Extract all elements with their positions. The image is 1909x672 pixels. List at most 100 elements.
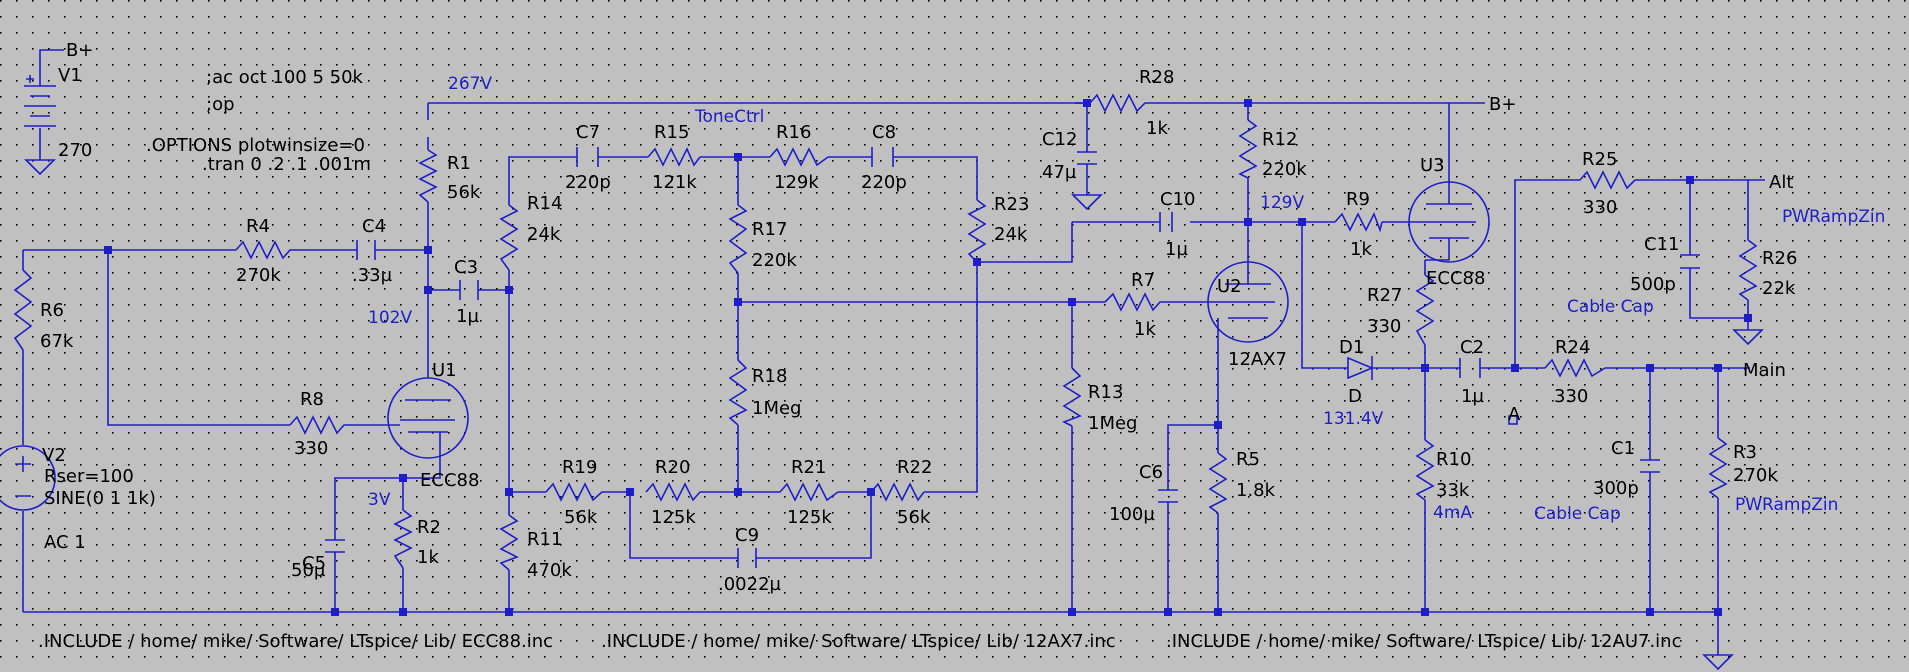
resistor-r23-symbol[interactable]: [967, 199, 987, 263]
voltage-source-v2-symbol[interactable]: [0, 445, 56, 511]
c11-value[interactable]: 500p: [1630, 274, 1676, 295]
r6-name[interactable]: R6: [40, 300, 64, 321]
u3-name[interactable]: U3: [1420, 155, 1445, 176]
capacitor-c5-symbol[interactable]: [325, 539, 345, 553]
r9-value[interactable]: 1k: [1350, 239, 1372, 260]
r19-name[interactable]: R19: [562, 457, 597, 478]
r10-value[interactable]: 33k: [1436, 480, 1470, 501]
resistor-r1-symbol[interactable]: [418, 149, 438, 203]
r8-name[interactable]: R8: [300, 389, 324, 410]
r28-value[interactable]: 1k: [1146, 118, 1168, 139]
r16-name[interactable]: R16: [776, 122, 811, 143]
r18-name[interactable]: R18: [752, 366, 787, 387]
c8-name[interactable]: C8: [872, 122, 896, 143]
include-ecc88[interactable]: .INCLUDE / home/ mike/ Software/ LTspice…: [38, 631, 553, 652]
r5-value[interactable]: 1.8k: [1236, 480, 1276, 501]
r20-name[interactable]: R20: [655, 457, 690, 478]
resistor-r5-symbol[interactable]: [1208, 452, 1228, 514]
net-label-alt[interactable]: Alt: [1769, 172, 1793, 193]
r25-value[interactable]: 330: [1583, 197, 1617, 218]
v2-name[interactable]: V2: [42, 445, 66, 466]
resistor-r10-symbol[interactable]: [1415, 439, 1435, 501]
resistor-r21-symbol[interactable]: [779, 482, 839, 502]
r4-name[interactable]: R4: [246, 216, 270, 237]
c7-value[interactable]: 220p: [565, 172, 611, 193]
c4-name[interactable]: C4: [362, 216, 386, 237]
directive-options[interactable]: .OPTIONS plotwinsize=0: [146, 135, 365, 156]
r22-value[interactable]: 56k: [897, 507, 931, 528]
resistor-r12-symbol[interactable]: [1238, 119, 1258, 179]
resistor-r26-symbol[interactable]: [1738, 239, 1758, 301]
capacitor-c2-symbol[interactable]: [1459, 358, 1481, 378]
c10-value[interactable]: 1µ: [1165, 239, 1188, 260]
resistor-r25-symbol[interactable]: [1579, 170, 1636, 190]
r14-value[interactable]: 24k: [527, 224, 561, 245]
r16-value[interactable]: 129k: [774, 172, 819, 193]
u2-name[interactable]: U2: [1217, 276, 1242, 297]
c1-name[interactable]: C1: [1611, 438, 1635, 459]
r7-name[interactable]: R7: [1131, 270, 1155, 291]
c12-name[interactable]: C12: [1042, 129, 1077, 150]
r5-name[interactable]: R5: [1236, 449, 1260, 470]
r12-value[interactable]: 220k: [1262, 159, 1307, 180]
c2-name[interactable]: C2: [1460, 337, 1484, 358]
directive-tran[interactable]: .tran 0 .2 .1 .001m: [202, 154, 371, 175]
c8-value[interactable]: 220p: [861, 172, 907, 193]
resistor-r8-symbol[interactable]: [289, 415, 356, 435]
v2-rser[interactable]: Rser=100: [44, 466, 134, 487]
resistor-r20-symbol[interactable]: [645, 482, 701, 502]
resistor-r22-symbol[interactable]: [870, 482, 925, 502]
d1-model[interactable]: D: [1348, 386, 1362, 407]
r1-name[interactable]: R1: [447, 153, 471, 174]
r2-name[interactable]: R2: [417, 517, 441, 538]
capacitor-c12-symbol[interactable]: [1077, 151, 1097, 165]
r6-value[interactable]: 67k: [40, 331, 74, 352]
r17-value[interactable]: 220k: [752, 250, 797, 271]
capacitor-c9-symbol[interactable]: [737, 548, 757, 568]
capacitor-c1-symbol[interactable]: [1640, 459, 1660, 473]
r22-name[interactable]: R22: [897, 457, 932, 478]
c6-value[interactable]: 100µ: [1109, 504, 1155, 525]
resistor-r27-symbol[interactable]: [1415, 274, 1435, 346]
probe-a-marker[interactable]: [1508, 415, 1518, 425]
resistor-r2-symbol[interactable]: [393, 509, 413, 569]
resistor-r15-symbol[interactable]: [647, 147, 701, 167]
r9-name[interactable]: R9: [1346, 189, 1370, 210]
c7-name[interactable]: C7: [576, 122, 600, 143]
r10-name[interactable]: R10: [1436, 449, 1471, 470]
net-label-bplus-top[interactable]: B+: [66, 40, 93, 61]
r7-value[interactable]: 1k: [1134, 319, 1156, 340]
net-label-main[interactable]: Main: [1743, 360, 1786, 381]
u3-model[interactable]: ECC88: [1426, 268, 1485, 289]
r8-value[interactable]: 330: [294, 438, 328, 459]
triode-u1-symbol[interactable]: [387, 345, 469, 459]
r2-value[interactable]: 1k: [417, 547, 439, 568]
r23-name[interactable]: R23: [994, 194, 1029, 215]
directive-op[interactable]: ;op: [206, 94, 235, 115]
r28-name[interactable]: R28: [1139, 67, 1174, 88]
capacitor-c8-symbol[interactable]: [871, 147, 894, 167]
r1-value[interactable]: 56k: [447, 182, 481, 203]
v1-value[interactable]: 270: [58, 140, 92, 161]
resistor-r11-symbol[interactable]: [499, 514, 519, 571]
c4-value[interactable]: .33µ: [352, 265, 393, 286]
c2-value[interactable]: 1µ: [1461, 386, 1484, 407]
r13-value[interactable]: 1Meg: [1088, 413, 1137, 434]
capacitor-c11-symbol[interactable]: [1680, 254, 1700, 269]
resistor-r4-symbol[interactable]: [235, 240, 300, 260]
r12-name[interactable]: R12: [1262, 129, 1297, 150]
v2-ac[interactable]: AC 1: [44, 532, 86, 553]
r25-name[interactable]: R25: [1582, 149, 1617, 170]
r26-value[interactable]: 22k: [1762, 278, 1796, 299]
resistor-r17-symbol[interactable]: [728, 204, 748, 274]
resistor-r16-symbol[interactable]: [769, 147, 829, 167]
resistor-r13-symbol[interactable]: [1062, 367, 1082, 427]
capacitor-c7-symbol[interactable]: [576, 147, 599, 167]
probe-a-label[interactable]: A: [1508, 404, 1521, 425]
triode-u2-symbol[interactable]: [1207, 261, 1289, 343]
r15-name[interactable]: R15: [654, 122, 689, 143]
capacitor-c4-symbol[interactable]: [356, 240, 376, 260]
c9-value[interactable]: .0022µ: [718, 574, 782, 595]
u1-name[interactable]: U1: [432, 360, 457, 381]
